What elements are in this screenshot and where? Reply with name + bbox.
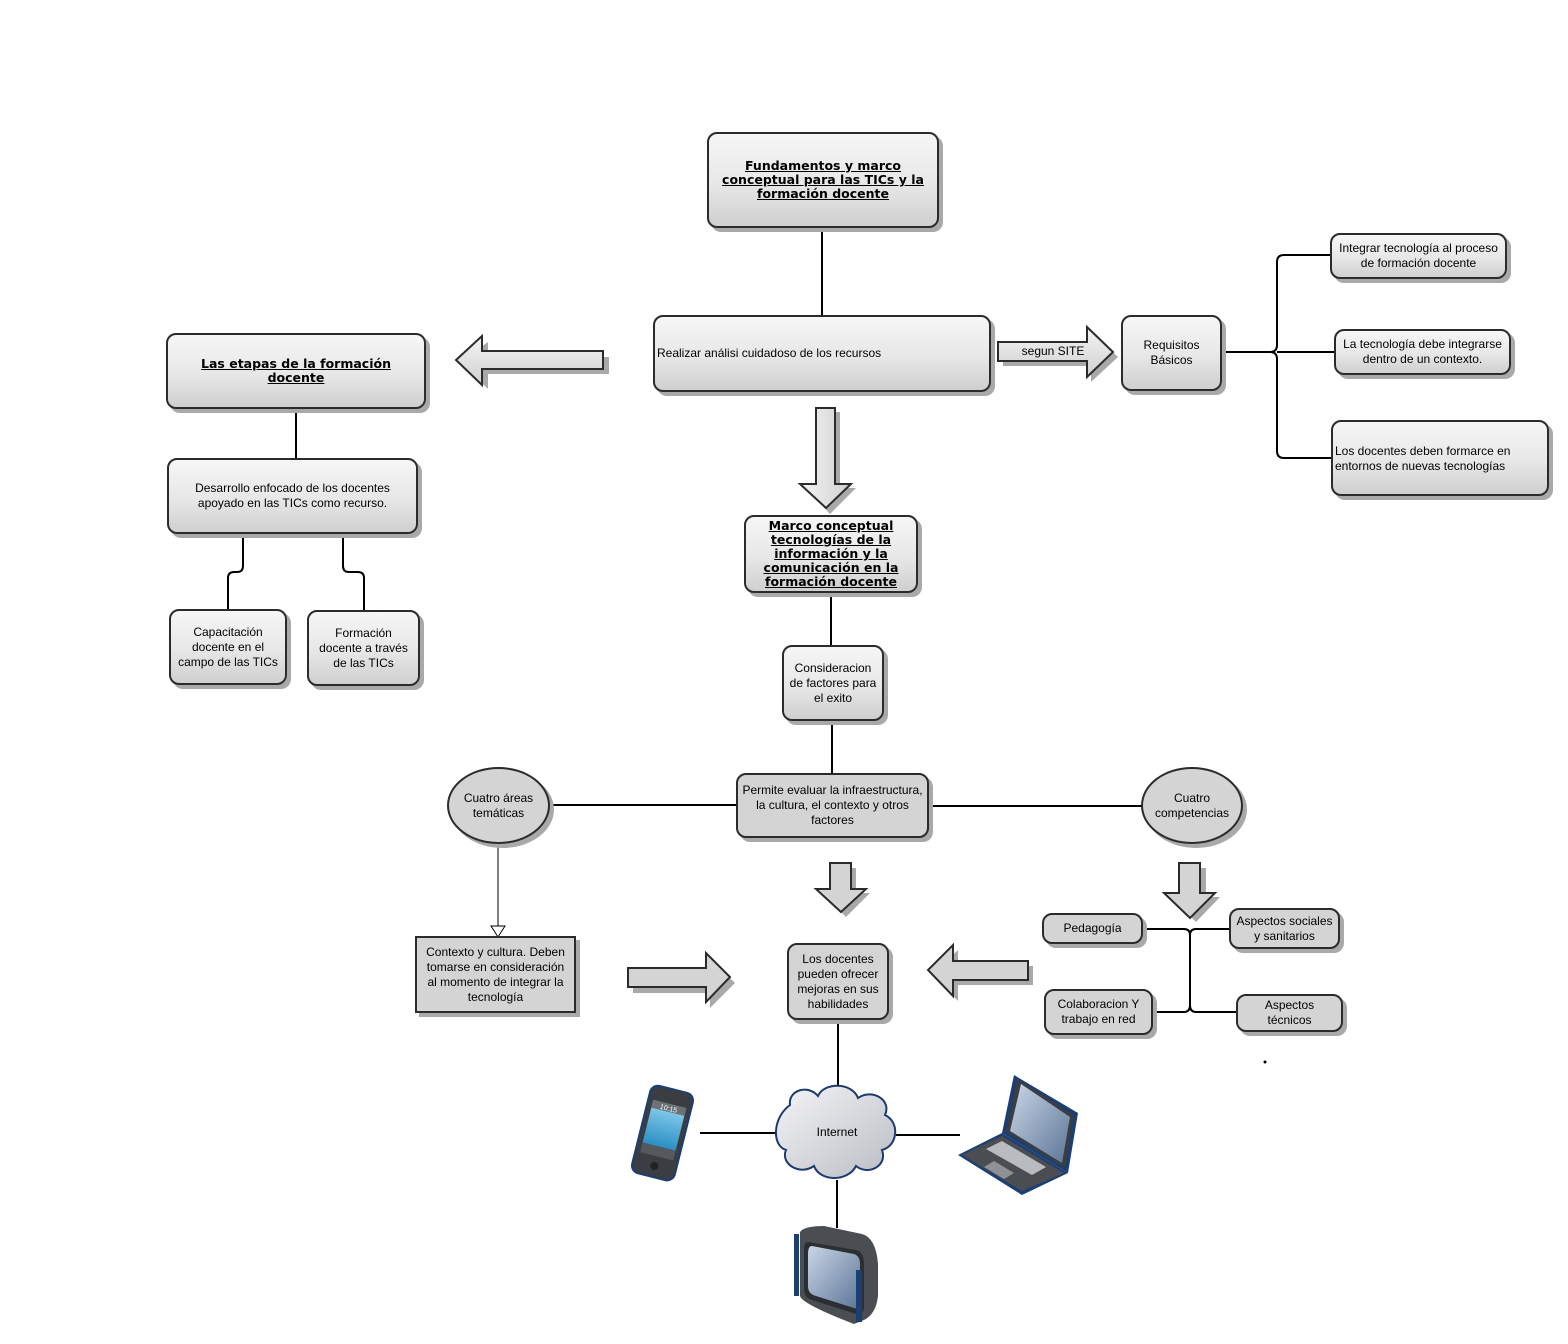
connector-requirements-brace (1222, 254, 1335, 459)
open-arrowhead (490, 925, 506, 938)
root-node-text: Fundamentos y marco conceptual para las … (722, 158, 924, 201)
television-icon (794, 1226, 878, 1324)
stage-child-node[interactable]: Formación docente a través de las TICs (307, 610, 420, 686)
factors-node-text: Consideracion de factores para el exito (789, 660, 877, 705)
arrow-down-to-framework (797, 407, 854, 510)
stage-child-node[interactable]: Capacitación docente en el campo de las … (169, 609, 287, 685)
factors-node[interactable]: Consideracion de factores para el exito (782, 645, 884, 721)
stray-mark (1263, 1060, 1267, 1064)
requirement-item[interactable]: La tecnología debe integrarse dentro de … (1334, 329, 1511, 375)
arrow-left-to-stages (454, 333, 604, 388)
requirements-node[interactable]: Requisitos Básicos (1121, 315, 1222, 391)
context-node[interactable]: Contexto y cultura. Deben tomarse en con… (415, 936, 576, 1013)
competency-item[interactable]: Aspectos sociales y sanitarios (1229, 908, 1340, 949)
stage-child-text: Formación docente a través de las TICs (319, 625, 408, 670)
areas-node[interactable]: Cuatro áreas temáticas (447, 767, 550, 844)
arrow-down-to-competencies (1161, 862, 1218, 920)
requirement-item-text: Los docentes deben formarce en entornos … (1335, 444, 1511, 473)
laptop-icon (958, 1075, 1078, 1195)
competency-item-text: Aspectos sociales y sanitarios (1236, 913, 1333, 943)
stages-node-text: Las etapas de la formación docente (201, 356, 391, 385)
competency-item[interactable]: Aspectos técnicos (1236, 994, 1343, 1032)
stages-node[interactable]: Las etapas de la formación docente (166, 333, 426, 409)
competency-item-text: Aspectos técnicos (1264, 998, 1315, 1027)
cloud-icon (774, 1084, 897, 1179)
evaluate-node[interactable]: Permite evaluar la infraestructura, la c… (736, 773, 929, 838)
requirements-node-text: Requisitos Básicos (1143, 338, 1200, 367)
requirement-item-text: La tecnología debe integrarse dentro de … (1343, 337, 1502, 366)
connector-competencies-brace (1143, 928, 1238, 1013)
arrow-segun-site (997, 324, 1115, 380)
requirement-item[interactable]: Los docentes deben formarce en entornos … (1331, 420, 1549, 496)
requirement-item[interactable]: Integrar tecnología al proceso de formac… (1330, 233, 1507, 279)
competency-item-text: Colaboracion Y trabajo en red (1057, 997, 1140, 1026)
requirement-item-text: Integrar tecnología al proceso de formac… (1339, 241, 1498, 270)
root-node[interactable]: Fundamentos y marco conceptual para las … (707, 132, 939, 228)
context-node-text: Contexto y cultura. Deben tomarse en con… (426, 944, 565, 1004)
competencies-node[interactable]: Cuatro competencias (1141, 767, 1243, 844)
arrow-right-from-context (627, 950, 732, 1005)
phone-time: 10:15 (659, 1104, 678, 1115)
outcome-node[interactable]: Los docentes pueden ofrecer mejoras en s… (787, 943, 889, 1020)
stage-child-text: Capacitación docente en el campo de las … (178, 624, 278, 669)
connector-development-formacion (342, 532, 365, 610)
segun-site-label: segun SITE (1021, 344, 1085, 358)
competency-item[interactable]: Colaboracion Y trabajo en red (1044, 989, 1153, 1035)
development-node-text: Desarrollo enfocado de los docentes apoy… (195, 481, 390, 510)
internet-label: Internet (816, 1125, 858, 1139)
analysis-node[interactable]: Realizar análisi cuidadoso de los recurs… (653, 315, 991, 392)
competency-item[interactable]: Pedagogía (1042, 913, 1143, 944)
analysis-node-text: Realizar análisi cuidadoso de los recurs… (657, 346, 882, 360)
competencies-node-text: Cuatro competencias (1154, 790, 1230, 820)
connector-development-capacitacion (227, 532, 244, 610)
arrow-left-from-competencies (926, 942, 1029, 999)
arrow-down-to-outcome (813, 862, 869, 914)
outcome-node-text: Los docentes pueden ofrecer mejoras en s… (797, 951, 879, 1011)
development-node[interactable]: Desarrollo enfocado de los docentes apoy… (167, 458, 418, 534)
smartphone-icon: 10:15 (630, 1084, 695, 1182)
competency-item-text: Pedagogía (1063, 921, 1122, 935)
evaluate-node-text: Permite evaluar la infraestructura, la c… (742, 783, 923, 827)
framework-node[interactable]: Marco conceptual tecnologías de la infor… (744, 515, 918, 593)
framework-node-text: Marco conceptual tecnologías de la infor… (763, 518, 899, 589)
areas-node-text: Cuatro áreas temáticas (463, 790, 534, 820)
